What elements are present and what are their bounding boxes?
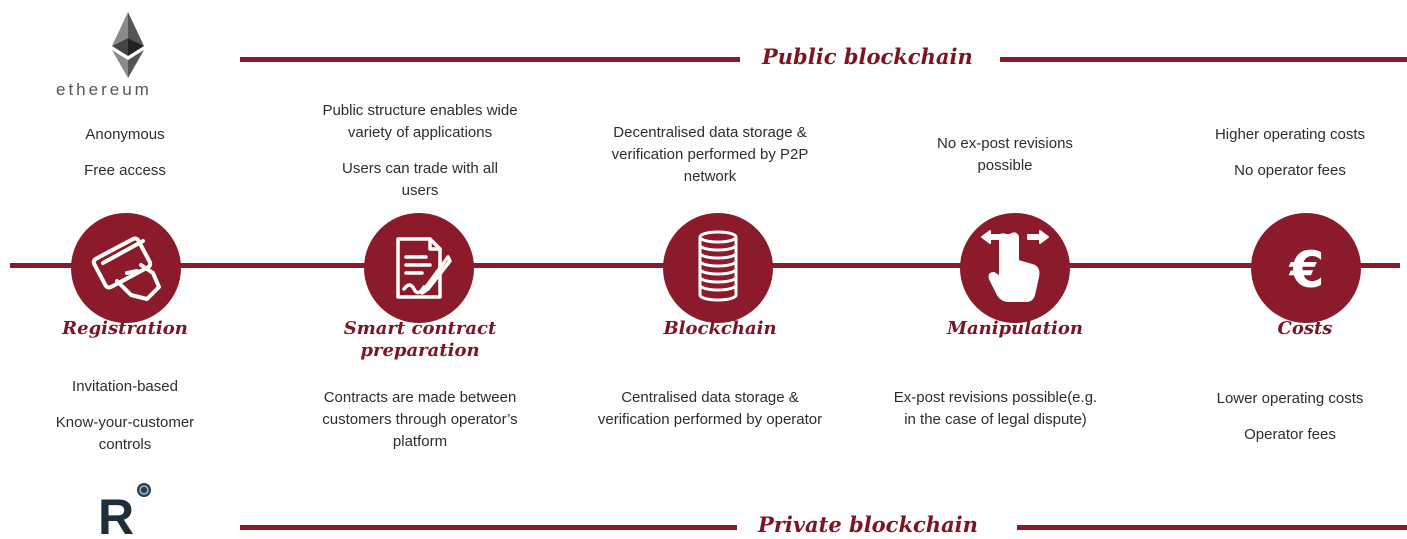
private-line-right xyxy=(1017,525,1407,530)
r3-logo: R xyxy=(98,482,158,539)
contract-signing-icon xyxy=(396,237,452,299)
ethereum-wordmark: ethereum xyxy=(56,80,152,99)
ethereum-diamond-icon xyxy=(112,12,144,78)
registration-circle xyxy=(71,213,181,323)
private-line-left xyxy=(240,525,737,530)
public-text: No ex-post revisions possible xyxy=(937,135,1073,174)
private-text: Invitation-based xyxy=(72,378,178,395)
hand-swipe-icon xyxy=(981,230,1049,302)
r3-badge-icon xyxy=(137,483,151,497)
private-smart-contract: Contracts are made between customers thr… xyxy=(295,387,545,467)
ethereum-logo xyxy=(108,12,148,78)
public-text: Public structure enables wide variety of… xyxy=(322,102,518,141)
public-text: No operator fees xyxy=(1234,162,1346,179)
private-manipulation: Ex-post revisions possible(e.g. in the c… xyxy=(880,387,1110,445)
r3-letter: R xyxy=(98,489,135,539)
blockchain-circle xyxy=(663,213,773,323)
private-text: Know-your-customer controls xyxy=(55,414,195,453)
manipulation-circle xyxy=(960,213,1070,323)
coin-stack-icon xyxy=(698,230,738,302)
public-text: Users can trade with all users xyxy=(342,160,498,199)
smart-contract-label: Smart contract preparation xyxy=(343,318,497,361)
smart-contract-circle xyxy=(364,213,474,323)
public-costs: Higher operating costs No operator fees xyxy=(1190,124,1390,196)
public-line-right xyxy=(1000,57,1407,62)
svg-text:€: € xyxy=(1289,241,1325,299)
public-text: Higher operating costs xyxy=(1214,126,1366,143)
private-registration: Invitation-based Know-your-customer cont… xyxy=(30,376,220,470)
euro-icon: € xyxy=(1289,241,1325,299)
costs-label: Costs xyxy=(1277,318,1333,339)
credit-card-hand-icon xyxy=(91,236,161,301)
private-blockchain-title: Private blockchain xyxy=(758,512,978,537)
registration-label: Registration xyxy=(62,318,188,339)
private-text: Ex-post revisions possible(e.g. in the c… xyxy=(893,389,1098,428)
manipulation-label: Manipulation xyxy=(947,318,1083,339)
public-smart-contract: Public structure enables wide variety of… xyxy=(300,100,540,216)
public-registration: Anonymous Free access xyxy=(40,124,210,196)
private-text: Operator fees xyxy=(1244,426,1336,443)
private-costs: Lower operating costs Operator fees xyxy=(1190,388,1390,460)
private-text: Lower operating costs xyxy=(1216,390,1364,407)
private-text: Contracts are made between customers thr… xyxy=(322,389,518,450)
public-text: Decentralised data storage & verificatio… xyxy=(611,124,809,185)
blockchain-label: Blockchain xyxy=(663,318,777,339)
private-blockchain: Centralised data storage & verification … xyxy=(590,387,830,445)
public-blockchain-title: Public blockchain xyxy=(762,44,973,69)
costs-circle: € xyxy=(1251,213,1361,323)
public-text: Anonymous xyxy=(85,126,165,143)
public-blockchain: Decentralised data storage & verificatio… xyxy=(590,122,830,202)
private-text: Centralised data storage & verification … xyxy=(597,389,823,428)
public-manipulation: No ex-post revisions possible xyxy=(900,133,1110,191)
public-line-left xyxy=(240,57,740,62)
public-text: Free access xyxy=(84,162,166,179)
